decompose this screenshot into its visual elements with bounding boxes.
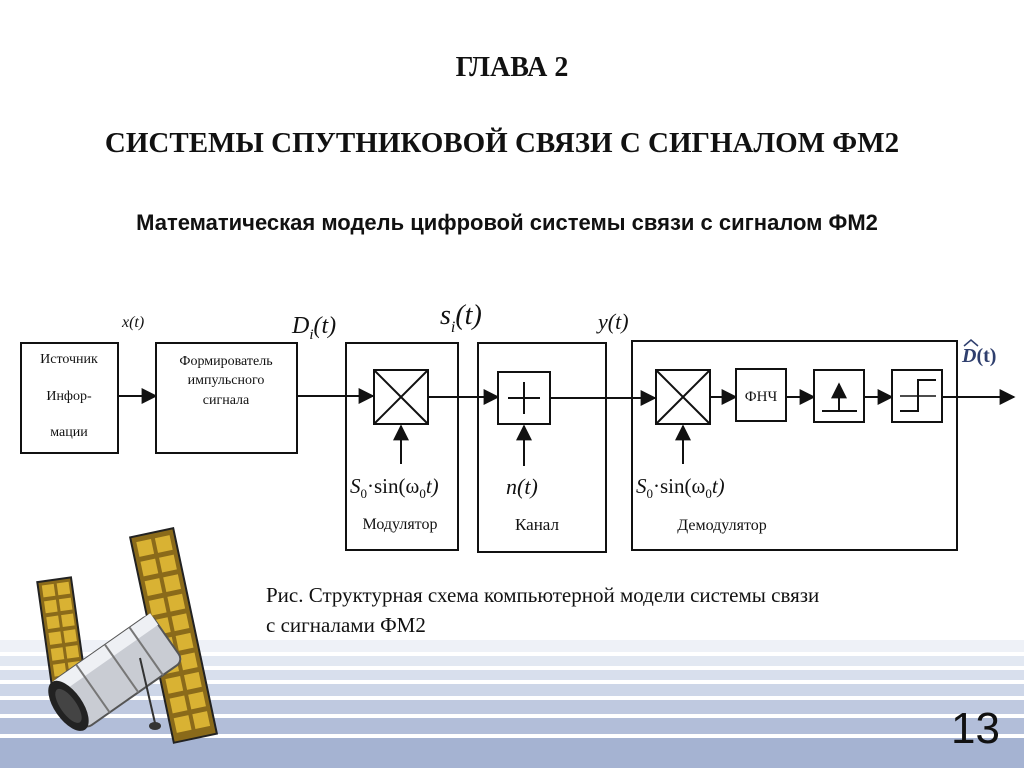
demodulator-carrier-label: S0·sin(ω0t) — [636, 474, 725, 501]
stripe — [0, 684, 1024, 696]
subtitle: Математическая модель цифровой системы с… — [136, 210, 878, 235]
stripe — [0, 718, 1024, 734]
signal-x-label: x(t) — [121, 314, 144, 331]
lpf-label: ФНЧ — [745, 389, 778, 405]
source-label-3: мации — [50, 425, 88, 440]
page-number: 13 — [951, 704, 1000, 753]
source-label-1: Источник — [40, 352, 98, 367]
source-label-2: Инфор- — [46, 389, 92, 404]
modulator-label: Модулятор — [363, 516, 438, 533]
signal-d-label: Di(t) — [291, 313, 336, 343]
stripe — [0, 700, 1024, 714]
demodulator-block — [631, 340, 958, 551]
former-label-2: импульсного — [188, 373, 265, 388]
lpf-block — [735, 368, 787, 422]
caption-line-1: Рис. Структурная схема компьютерной моде… — [266, 583, 820, 607]
signal-s-label: si(t) — [440, 300, 482, 336]
stripe — [0, 670, 1024, 680]
satellite-image — [36, 527, 219, 744]
signal-y-label: y(t) — [596, 309, 629, 334]
former-label-3: сигнала — [203, 393, 250, 408]
output-label: D(t) — [961, 345, 996, 367]
stripe — [0, 738, 1024, 768]
channel-label: Канал — [515, 515, 559, 534]
modulator-carrier-label: S0·sin(ω0t) — [350, 474, 439, 501]
figure-caption: Рис. Структурная схема компьютерной моде… — [266, 580, 966, 640]
stripe — [0, 656, 1024, 666]
chapter-title: ГЛАВА 2 — [455, 52, 569, 83]
demodulator-label: Демодулятор — [677, 517, 766, 534]
source-block — [20, 342, 119, 454]
section-title: СИСТЕМЫ СПУТНИКОВОЙ СВЯЗИ С СИГНАЛОМ ФМ2 — [104, 127, 900, 159]
former-label-1: Формирователь — [179, 354, 272, 369]
block-diagram: Источник Инфор- мации x(t) Формирователь… — [20, 300, 1016, 553]
channel-block — [477, 342, 607, 553]
modulator-block — [345, 342, 459, 551]
stripe — [0, 640, 1024, 652]
caption-line-2: с сигналами ФМ2 — [266, 613, 426, 637]
hat-icon — [963, 339, 979, 347]
pulse-former-block — [155, 342, 298, 454]
noise-label: n(t) — [506, 474, 538, 499]
